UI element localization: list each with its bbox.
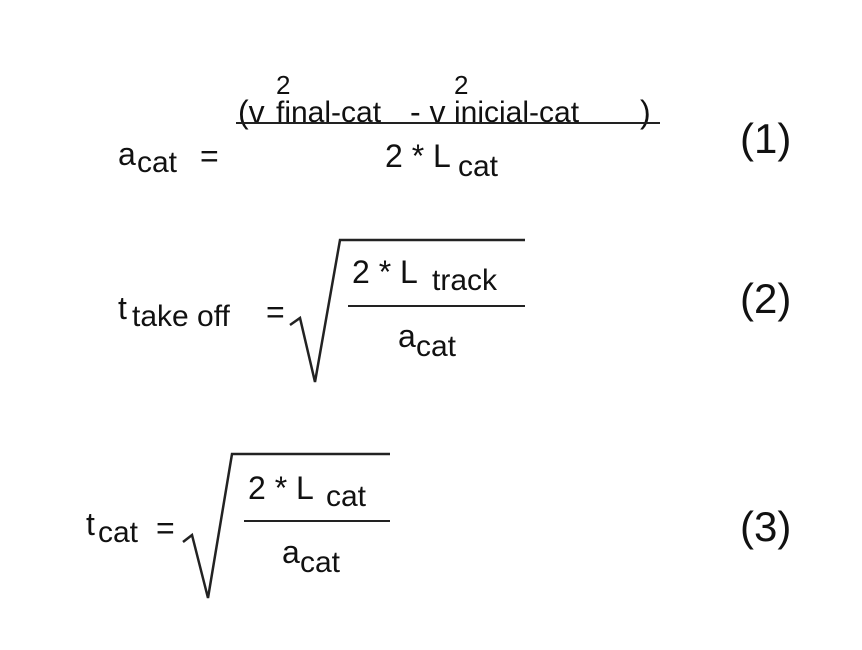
eq2-num-sub: track [432,264,498,297]
eq3-fraction-bar [244,520,390,522]
eq2-lhs-sub: take off [132,300,230,333]
eq3-lhs-sub: cat [98,516,139,549]
eq1-equals: = [200,138,219,174]
eq1-num-sup2: 2 [454,70,469,100]
eq3-number: (3) [740,503,792,550]
eq1-den-sub: cat [458,150,499,183]
eq2-lhs-base: t [118,290,127,326]
eq2-equals: = [266,294,285,330]
eq3-den-text: a [282,534,300,570]
eq1-num-sup1: 2 [276,70,291,100]
eq1-number: (1) [740,115,792,162]
eq1-lhs-base: a [118,136,136,172]
eq1-lhs-sub: cat [137,146,178,179]
eq1-den-text: 2 * L [385,138,451,174]
eq3-lhs-base: t [86,506,95,542]
eq3-num-text: 2 * L [248,470,314,506]
eq2-number: (2) [740,275,792,322]
eq2-den-text: a [398,318,416,354]
eq2-den-sub: cat [416,330,457,363]
eq1-fraction-bar [236,122,660,124]
eq2-fraction-bar [348,305,525,307]
eq3-den-sub: cat [300,546,341,579]
eq3-equals: = [156,510,175,546]
eq2-num-text: 2 * L [352,254,418,290]
eq1-num-close: ) [640,94,651,130]
eq3-num-sub: cat [326,480,367,513]
